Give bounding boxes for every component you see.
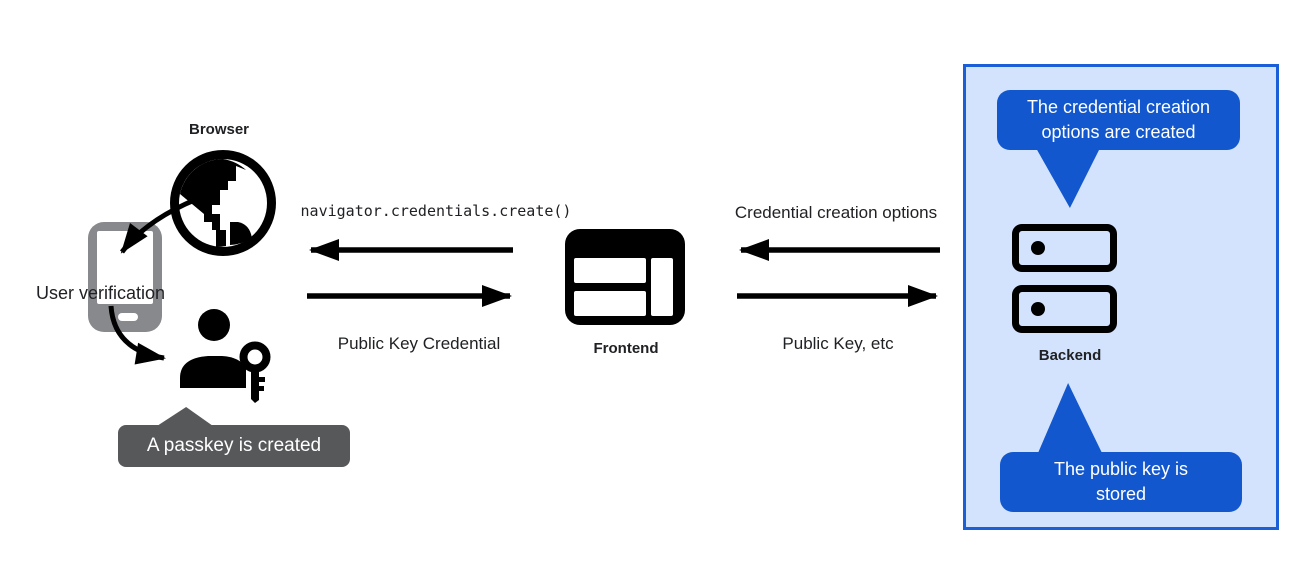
tooltip-pointer xyxy=(157,407,213,426)
phone-icon xyxy=(88,222,162,332)
frontend-icon-pane xyxy=(651,258,673,316)
public-key-etc-label: Public Key, etc xyxy=(782,334,894,353)
server-icon xyxy=(1012,224,1117,272)
bubble-line: options are created xyxy=(1041,122,1196,142)
credential-options-bubble: The credential creation options are crea… xyxy=(997,90,1240,150)
backend-label: Backend xyxy=(1038,347,1102,364)
globe-icon xyxy=(170,150,276,256)
api-call-label: navigator.credentials.create() xyxy=(300,202,572,220)
server-led xyxy=(1031,241,1045,255)
frontend-icon-pane xyxy=(574,258,646,283)
bubble-pointer-down xyxy=(1036,148,1100,208)
frontend-label: Frontend xyxy=(593,340,659,357)
credential-creation-options-label: Credential creation options xyxy=(734,203,938,222)
public-key-stored-bubble: The public key is stored xyxy=(1000,452,1242,512)
public-key-credential-label: Public Key Credential xyxy=(337,334,501,353)
user-verification-label: User verification xyxy=(36,283,166,303)
bubble-line: The public key is xyxy=(1053,459,1189,479)
tooltip-text: A passkey is created xyxy=(146,435,322,456)
browser-window-icon xyxy=(565,229,685,325)
passkey-created-tooltip: A passkey is created xyxy=(118,425,350,467)
bubble-line: stored xyxy=(1095,484,1147,504)
server-led xyxy=(1031,302,1045,316)
frontend-icon-pane xyxy=(574,291,646,316)
browser-label: Browser xyxy=(188,121,250,138)
bubble-line: The credential creation xyxy=(1026,97,1211,117)
backend-panel: The credential creation options are crea… xyxy=(963,64,1279,530)
server-icon xyxy=(1012,285,1117,333)
bubble-pointer-up xyxy=(1038,383,1102,453)
phone-home-indicator xyxy=(118,313,138,321)
person-key-icon xyxy=(180,309,271,403)
